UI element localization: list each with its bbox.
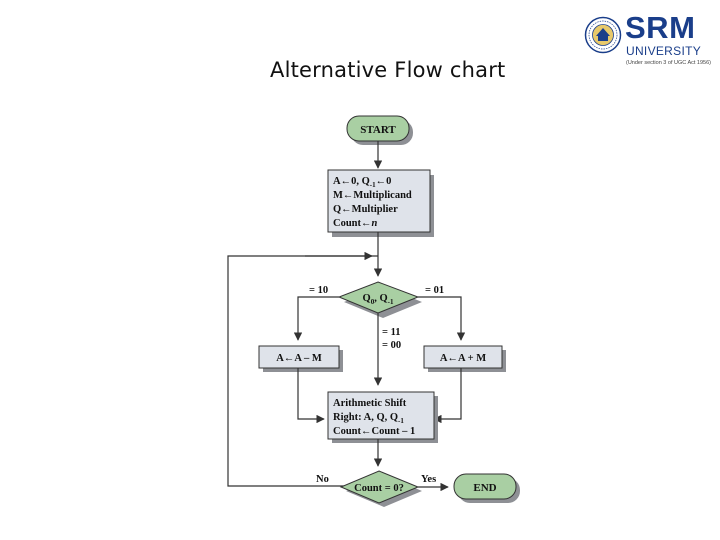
branch-left-label: = 10: [309, 285, 328, 296]
logo-name: SRM: [625, 10, 696, 45]
add-label: A←A + M: [440, 353, 486, 364]
init-line-2: M←Multiplicand: [333, 190, 412, 201]
init-box: A←0, Q-1←0 M←Multiplicand Q←Multiplier C…: [327, 169, 434, 237]
shift-line-2: Right: A, Q, Q-1: [333, 412, 404, 425]
shift-line-1: Arithmetic Shift: [333, 398, 407, 409]
init-line-4: Count←n: [333, 218, 378, 229]
yes-label: Yes: [421, 474, 436, 485]
no-label: No: [316, 474, 329, 485]
university-seal-icon: [584, 16, 622, 54]
decision-1-label: Q0, Q-1: [363, 293, 394, 306]
decision-2-label: Count = 0?: [354, 483, 404, 494]
start-label: START: [360, 124, 396, 136]
shift-box: Arithmetic Shift Right: A, Q, Q-1 Count←…: [327, 391, 438, 443]
slide-title: Alternative Flow chart: [270, 58, 506, 82]
logo-university: UNIVERSITY: [626, 44, 702, 58]
shift-line-3: Count←Count – 1: [333, 426, 415, 437]
end-label: END: [473, 482, 496, 494]
start-terminal: START: [346, 115, 413, 145]
decision-count-zero: Count = 0?: [339, 470, 422, 507]
init-line-1: A←0, Q-1←0: [333, 176, 391, 189]
init-line-3: Q←Multiplier: [333, 204, 398, 215]
srm-logo: SRM UNIVERSITY (Under section 3 of UGC A…: [584, 10, 712, 78]
branch-mid-label-1: = 11: [382, 327, 401, 338]
decision-q0-q-1: Q0, Q-1: [337, 281, 422, 318]
end-terminal: END: [453, 473, 520, 503]
subtract-label: A←A – M: [276, 353, 322, 364]
logo-subtitle: (Under section 3 of UGC Act 1956): [626, 60, 711, 66]
add-box: A←A + M: [423, 345, 506, 372]
subtract-box: A←A – M: [258, 345, 343, 372]
branch-mid-label-2: = 00: [382, 340, 401, 351]
branch-right-label: = 01: [425, 285, 444, 296]
